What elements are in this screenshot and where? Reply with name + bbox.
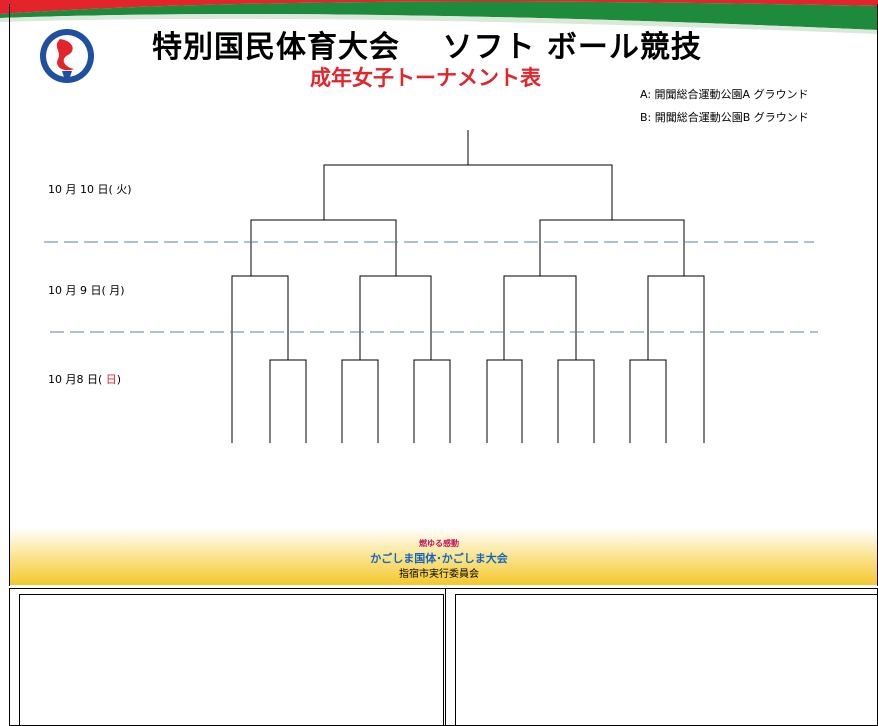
bracket-line [557, 359, 595, 443]
page-title: 特別国民体育大会 ソフト ボール競技 [152, 30, 702, 65]
page-subtitle: 成年女子トーナメント表 [310, 66, 541, 90]
bracket-line [647, 275, 705, 443]
bracket-line [629, 359, 667, 443]
kokutai-logo-icon [40, 29, 94, 83]
bottom-left-inner-panel [19, 594, 444, 726]
bracket-line [269, 359, 307, 443]
header-swoosh [0, 0, 878, 34]
day-label-oct9: 10 月 9 日( 月) [48, 284, 125, 297]
footer-organizer: 指宿市実行委員会 [399, 569, 479, 580]
bracket-line [503, 275, 577, 360]
tournament-bracket [44, 130, 818, 443]
day-label-oct10: 10 月 10 日( 火) [48, 183, 132, 196]
bracket-line [323, 164, 613, 220]
bracket-line [250, 219, 397, 276]
legend-ground-b: B: 開聞総合運動公園B グラウンド [640, 111, 809, 124]
day-label-oct8-prefix: 10 月8 日( [48, 373, 103, 386]
bracket-line [486, 359, 523, 443]
day-label-oct8-weekday: 日 [105, 373, 117, 386]
bottom-right-inner-panel [455, 594, 878, 726]
day-label-oct8-suffix: ) [116, 373, 122, 386]
bracket-line [231, 275, 289, 443]
footer-event-name: かごしま国体･かごしま大会 [370, 552, 508, 565]
bracket-line [359, 275, 432, 360]
legend-ground-a: A: 開聞総合運動公園A グラウンド [640, 88, 809, 101]
day-label-oct8: 10 月8 日( 日) [48, 371, 121, 387]
bracket-line [539, 219, 685, 276]
bottom-panels [0, 588, 878, 726]
footer-tagline: 燃ゆる感動 [419, 539, 459, 548]
bracket-line [341, 359, 379, 443]
bracket-line [413, 359, 451, 443]
footer-band [10, 528, 877, 585]
